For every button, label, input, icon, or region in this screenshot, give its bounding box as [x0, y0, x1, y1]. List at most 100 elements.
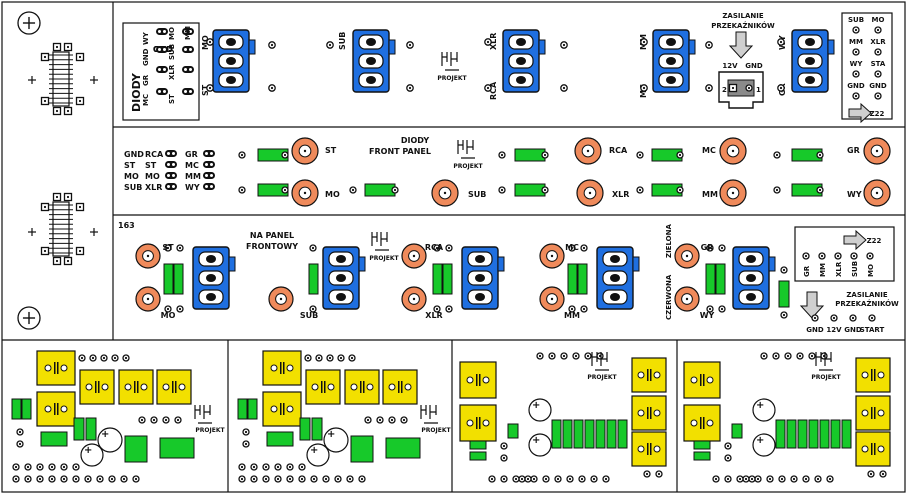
relay-block: [502, 29, 546, 93]
relay-pin-hole: [206, 274, 216, 282]
right-pin-pad: [852, 26, 860, 34]
relay-pin-hole: [805, 76, 815, 84]
via-pad: [705, 84, 713, 92]
plus-sign: +: [532, 435, 540, 446]
via-pad: [736, 475, 744, 483]
pad-hole: [854, 50, 858, 54]
z22-label: Z22: [867, 237, 882, 245]
capacitor: [305, 369, 341, 405]
via-pad: [500, 442, 508, 450]
pad-hole: [18, 442, 22, 446]
relay-pin-hole: [746, 255, 756, 263]
via-pad: [542, 475, 550, 483]
resistor: [85, 417, 97, 441]
pot-center: [443, 191, 447, 195]
pad-hole: [486, 86, 490, 90]
via-pad: [349, 186, 357, 194]
pot-center: [303, 149, 307, 153]
zasilanie-label: ZASILANIE: [722, 12, 763, 20]
potentiometer: [539, 243, 565, 269]
led-indicator: [156, 66, 168, 73]
czerwona-label: CZERWONA: [665, 274, 673, 320]
via-pad: [391, 186, 399, 194]
projekt-label: PROJEKT: [811, 374, 841, 381]
pad-hole: [750, 477, 754, 481]
pad-hole: [678, 153, 682, 157]
board-number: 163: [118, 221, 135, 230]
cap-plate-b: [57, 403, 59, 415]
pad-hole: [378, 418, 382, 422]
arrow-down-icon: [799, 291, 825, 319]
projekt-label: PROJEKT: [195, 427, 225, 434]
logo-strokes: [371, 232, 389, 251]
potentiometer: [674, 243, 700, 269]
via-pad: [250, 475, 258, 483]
via-pad: [274, 463, 282, 471]
potentiometer: [401, 243, 427, 269]
via-pad: [602, 475, 610, 483]
resistor: [237, 398, 248, 420]
pad-hole: [726, 456, 730, 460]
pad-hole: [43, 205, 47, 209]
cap-pad-b: [706, 376, 714, 384]
resistor: [577, 263, 588, 295]
cap-plate-b: [283, 362, 285, 374]
via-pad: [596, 352, 604, 360]
mounting-hole-icon: [17, 11, 41, 35]
via-pad: [262, 475, 270, 483]
pad-hole: [348, 477, 352, 481]
resistor: [778, 280, 790, 308]
relay-tab: [497, 256, 505, 272]
pad-hole: [720, 307, 724, 311]
resistor: [299, 417, 311, 441]
led-b: [189, 30, 192, 33]
pad-hole: [580, 477, 584, 481]
pad-hole: [642, 40, 646, 44]
led-body: [203, 172, 215, 179]
capacitor: [118, 369, 154, 405]
via-pad: [879, 470, 887, 478]
module-label: SUB: [300, 311, 318, 320]
cap-pad-b: [482, 419, 490, 427]
led-body: [182, 66, 194, 73]
via-pad: [578, 475, 586, 483]
via-pad: [268, 84, 276, 92]
arrow-right-icon: [848, 102, 872, 124]
cap-pad-a: [466, 419, 474, 427]
resistor: [808, 419, 819, 449]
pad-hole: [708, 246, 712, 250]
pad-hole: [502, 477, 506, 481]
led-indicator: [165, 183, 177, 190]
relay-pin-hole: [226, 38, 236, 46]
potentiometer: [576, 179, 604, 207]
resistor: [786, 419, 797, 449]
pad-hole: [744, 477, 748, 481]
pad-hole: [38, 465, 42, 469]
pin-label: SUB: [851, 261, 859, 277]
via-pad: [548, 352, 556, 360]
relay-pin-hole: [610, 293, 620, 301]
via-pad: [174, 416, 182, 424]
pad-hole: [252, 477, 256, 481]
capacitor: [631, 395, 667, 431]
pad-hole: [244, 430, 248, 434]
right-pin-pad: [874, 92, 882, 100]
led-indicator: [165, 150, 177, 157]
via-pad: [315, 354, 323, 362]
cap-pad-a: [690, 376, 698, 384]
pad-hole: [324, 477, 328, 481]
projekt-label: PROJEKT: [421, 427, 451, 434]
connector-pad: [75, 52, 85, 62]
pad-hole: [876, 94, 880, 98]
right-pin-label: MM: [849, 38, 863, 46]
resistor: [311, 417, 323, 441]
pad-hole: [582, 246, 586, 250]
pad-hole: [854, 28, 858, 32]
relay-block: [791, 29, 835, 93]
pad-hole: [360, 477, 364, 481]
relay-pin-hole: [336, 293, 346, 301]
right-pin-pad: [874, 70, 882, 78]
cap-body: [382, 369, 418, 405]
relay-pin-hole: [746, 293, 756, 301]
led-body: [182, 28, 194, 35]
